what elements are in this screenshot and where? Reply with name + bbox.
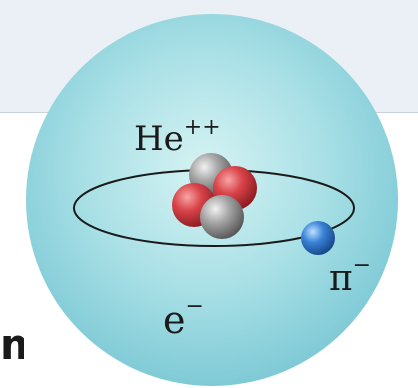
neutron-bottom [200, 195, 244, 239]
pion-charge: − [353, 253, 371, 278]
corner-text-fragment: m [0, 324, 24, 366]
nucleus-label: He++ [134, 115, 221, 159]
helium-nucleus [172, 153, 257, 239]
orbit-ring-front [73, 207, 355, 247]
nucleus-symbol: He [134, 119, 184, 159]
pion-label: π− [329, 253, 371, 299]
electron-label: e− [163, 294, 204, 342]
nucleus-charge: ++ [184, 115, 221, 140]
electron-symbol: e [163, 298, 186, 342]
pion-particle [301, 221, 335, 255]
electron-charge: − [186, 294, 204, 319]
pion-symbol: π [329, 258, 353, 299]
